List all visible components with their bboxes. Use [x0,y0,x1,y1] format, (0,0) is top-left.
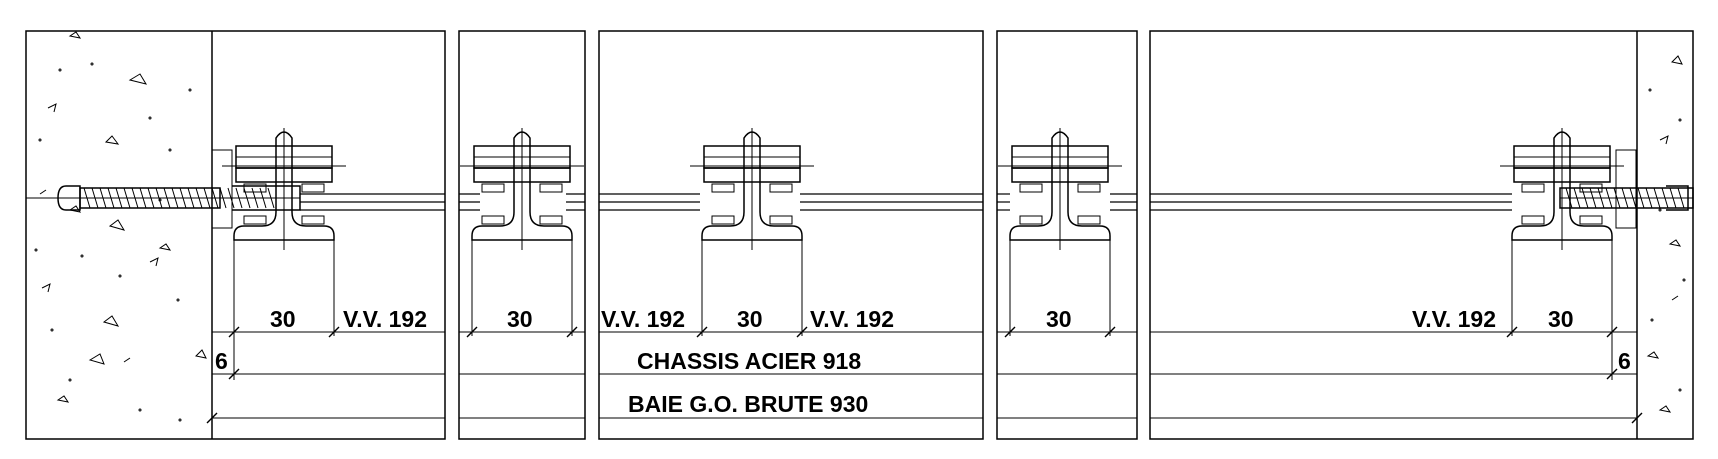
profile-3 [689,127,815,337]
profile-5 [1499,127,1625,337]
profile-4 [997,127,1123,337]
dim-vv-d: V.V. 192 [1412,306,1496,332]
dim-30-c: 30 [737,306,763,332]
dimension-lines [206,322,1643,424]
concrete-wall-right [1646,55,1686,413]
dimension-labels: 30 V.V. 192 30 V.V. 192 30 V.V. 192 30 V… [215,306,1631,417]
dim-vv-a: V.V. 192 [343,306,427,332]
anchor-bolt-right [1559,149,1694,229]
frame-panel-right [1149,30,1694,440]
frame-panel-2 [458,30,586,440]
dim-vv-c: V.V. 192 [810,306,894,332]
label-baie: BAIE G.O. BRUTE 930 [628,391,868,417]
profile-2 [459,127,585,337]
dim-30-a: 30 [270,306,296,332]
dim-gap-right: 6 [1618,348,1631,374]
dim-vv-b: V.V. 192 [601,306,685,332]
dim-30-e: 30 [1548,306,1574,332]
profile-1 [221,127,347,337]
frame-panel-4 [996,30,1138,440]
glazing-panes [300,193,1512,211]
panel-frames [25,30,1694,440]
frame-panel-left [25,30,446,440]
steel-profiles [221,127,1625,337]
dim-30-d: 30 [1046,306,1072,332]
dim-gap-left: 6 [215,348,228,374]
frame-panel-3 [598,30,984,440]
concrete-wall-left [34,31,207,422]
dim-30-b: 30 [507,306,533,332]
label-chassis: CHASSIS ACIER 918 [637,348,861,374]
